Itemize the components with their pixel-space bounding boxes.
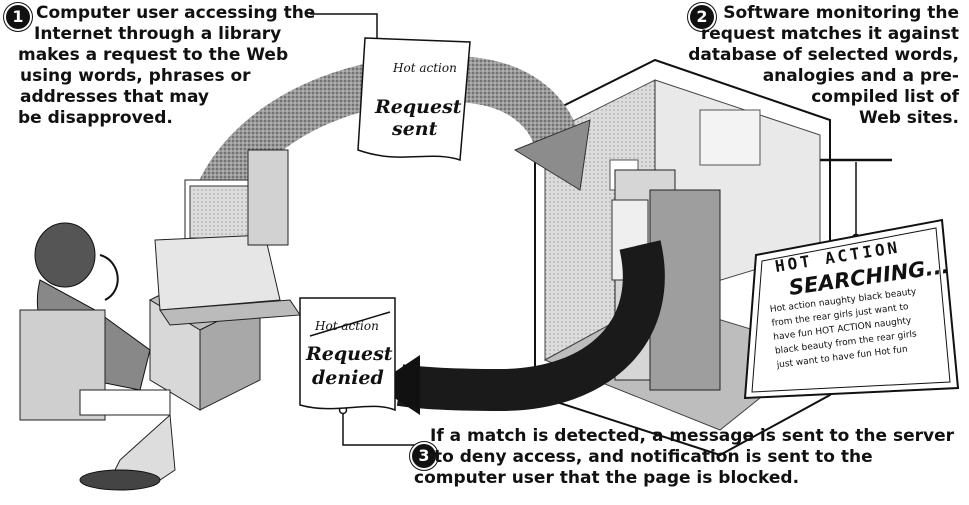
step-1-first-line: Computer user accessing the <box>36 3 315 24</box>
step-3-line: to deny access, and notification is sent… <box>434 447 873 468</box>
step-1-line: addresses that may <box>20 87 290 108</box>
request-denied-term: Hot action <box>314 319 379 333</box>
step-1-line: makes a request to the Web <box>18 45 288 66</box>
step-1-line: using words, phrases or <box>20 66 290 87</box>
step-3-text: to deny access, and notification is sent… <box>414 447 853 489</box>
step-2-line: analogies and a pre- <box>688 66 959 87</box>
step-2-line: Software monitoring the <box>688 3 959 24</box>
leader-line-3 <box>343 412 420 445</box>
step-1-text: Internet through a library makes a reque… <box>18 24 288 129</box>
request-sent-line1: Request <box>374 96 462 118</box>
step-2-line: compiled list of <box>688 87 959 108</box>
step-1-line: be disapproved. <box>18 108 288 129</box>
request-sent-line2: sent <box>391 118 438 140</box>
request-denied-line2: denied <box>312 367 384 389</box>
step-3-first-line: If a match is detected, a message is sen… <box>430 426 954 447</box>
request-denied-note: Hot action Request denied <box>300 298 395 410</box>
request-denied-line1: Request <box>305 343 393 365</box>
step-1-line: Internet through a library <box>34 24 304 45</box>
step-2-line: database of selected words, <box>688 45 959 66</box>
request-sent-term: Hot action <box>392 61 457 75</box>
step-2-text: Software monitoring the request matches … <box>688 3 959 129</box>
request-sent-note: Hot action Request sent <box>358 38 470 160</box>
step-2-line: request matches it against <box>688 24 959 45</box>
step-2-line: Web sites. <box>688 108 959 129</box>
step-3-line: computer user that the page is blocked. <box>414 468 853 489</box>
workstation-illustration <box>20 150 300 490</box>
